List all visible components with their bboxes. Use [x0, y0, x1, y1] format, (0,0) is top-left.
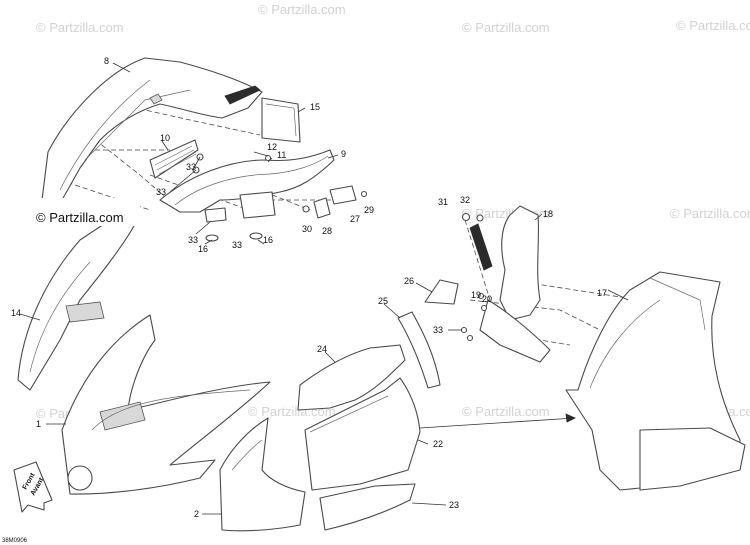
- callout-9: 9: [341, 149, 346, 159]
- part-26-block: [424, 279, 459, 305]
- watermark-3: © Partzilla.com: [462, 20, 550, 35]
- diagram-code: 38M0906: [2, 538, 28, 544]
- part-1-lower-fairing: [61, 314, 271, 495]
- part-18-support: [460, 205, 551, 363]
- part-10-vent: [149, 139, 199, 179]
- callout-26: 26: [404, 276, 414, 286]
- watermark-4: © Partzilla.com: [676, 18, 750, 33]
- watermark-2: © Partzilla.com: [258, 2, 346, 17]
- callout-24: 24: [317, 344, 327, 354]
- callout-15: 15: [310, 102, 320, 112]
- watermark-6: © Partzilla.com: [670, 206, 750, 221]
- callout-31: 31: [438, 197, 448, 207]
- callout-33b: 33: [156, 187, 166, 197]
- callout-leaders: [19, 62, 629, 515]
- callout-33d: 33: [232, 240, 242, 250]
- callout-33c: 33: [188, 235, 198, 245]
- callout-11: 11: [277, 150, 286, 160]
- callout-16a: 16: [198, 244, 208, 254]
- callout-22: 22: [433, 439, 443, 449]
- part-8-upper-fairing: [41, 57, 263, 213]
- partzilla-logo: © Partzilla.com: [34, 198, 140, 226]
- callout-32: 32: [460, 195, 470, 205]
- watermark-1: © Partzilla.com: [36, 20, 124, 35]
- callout-25: 25: [378, 296, 388, 306]
- callout-2: 2: [194, 509, 199, 519]
- part-25-strip: [397, 311, 441, 389]
- callout-19: 19: [471, 290, 481, 300]
- callout-23: 23: [449, 500, 459, 510]
- part-22-panel: [304, 377, 421, 491]
- logo-text: © Partzilla.com: [36, 210, 124, 225]
- callout-16b: 16: [263, 235, 273, 245]
- part-14-side-panel: [17, 207, 135, 391]
- assembly-arrow: [419, 413, 576, 429]
- assembly-lines: [59, 99, 641, 346]
- callout-27: 27: [350, 214, 360, 224]
- callout-28: 28: [322, 226, 332, 236]
- watermark-9: © Partzilla.com: [462, 404, 550, 419]
- callout-8: 8: [104, 56, 109, 66]
- callout-numbers: 8 9 10 11 12 14 15 16 16 17 18 19 20 1 2…: [11, 56, 607, 519]
- front-avant-arrow: Front Avant: [13, 461, 53, 513]
- callout-20: 20: [482, 294, 492, 304]
- callout-1: 1: [36, 419, 41, 429]
- callout-17: 17: [597, 288, 607, 298]
- callout-33e: 33: [433, 325, 443, 335]
- part-17-nose: [565, 271, 746, 491]
- callout-18: 18: [543, 209, 553, 219]
- part-9-bracket: [159, 149, 335, 223]
- callout-14: 14: [11, 308, 21, 318]
- callout-33a: 33: [186, 162, 196, 172]
- callout-29: 29: [364, 205, 374, 215]
- callout-12: 12: [267, 142, 277, 152]
- part-2-lower-panel: [219, 417, 306, 532]
- callout-10: 10: [160, 133, 170, 143]
- part-23-panel: [319, 483, 416, 531]
- part-15-panel: [261, 97, 301, 143]
- callout-30: 30: [302, 224, 312, 234]
- part-24-panel: [297, 344, 406, 411]
